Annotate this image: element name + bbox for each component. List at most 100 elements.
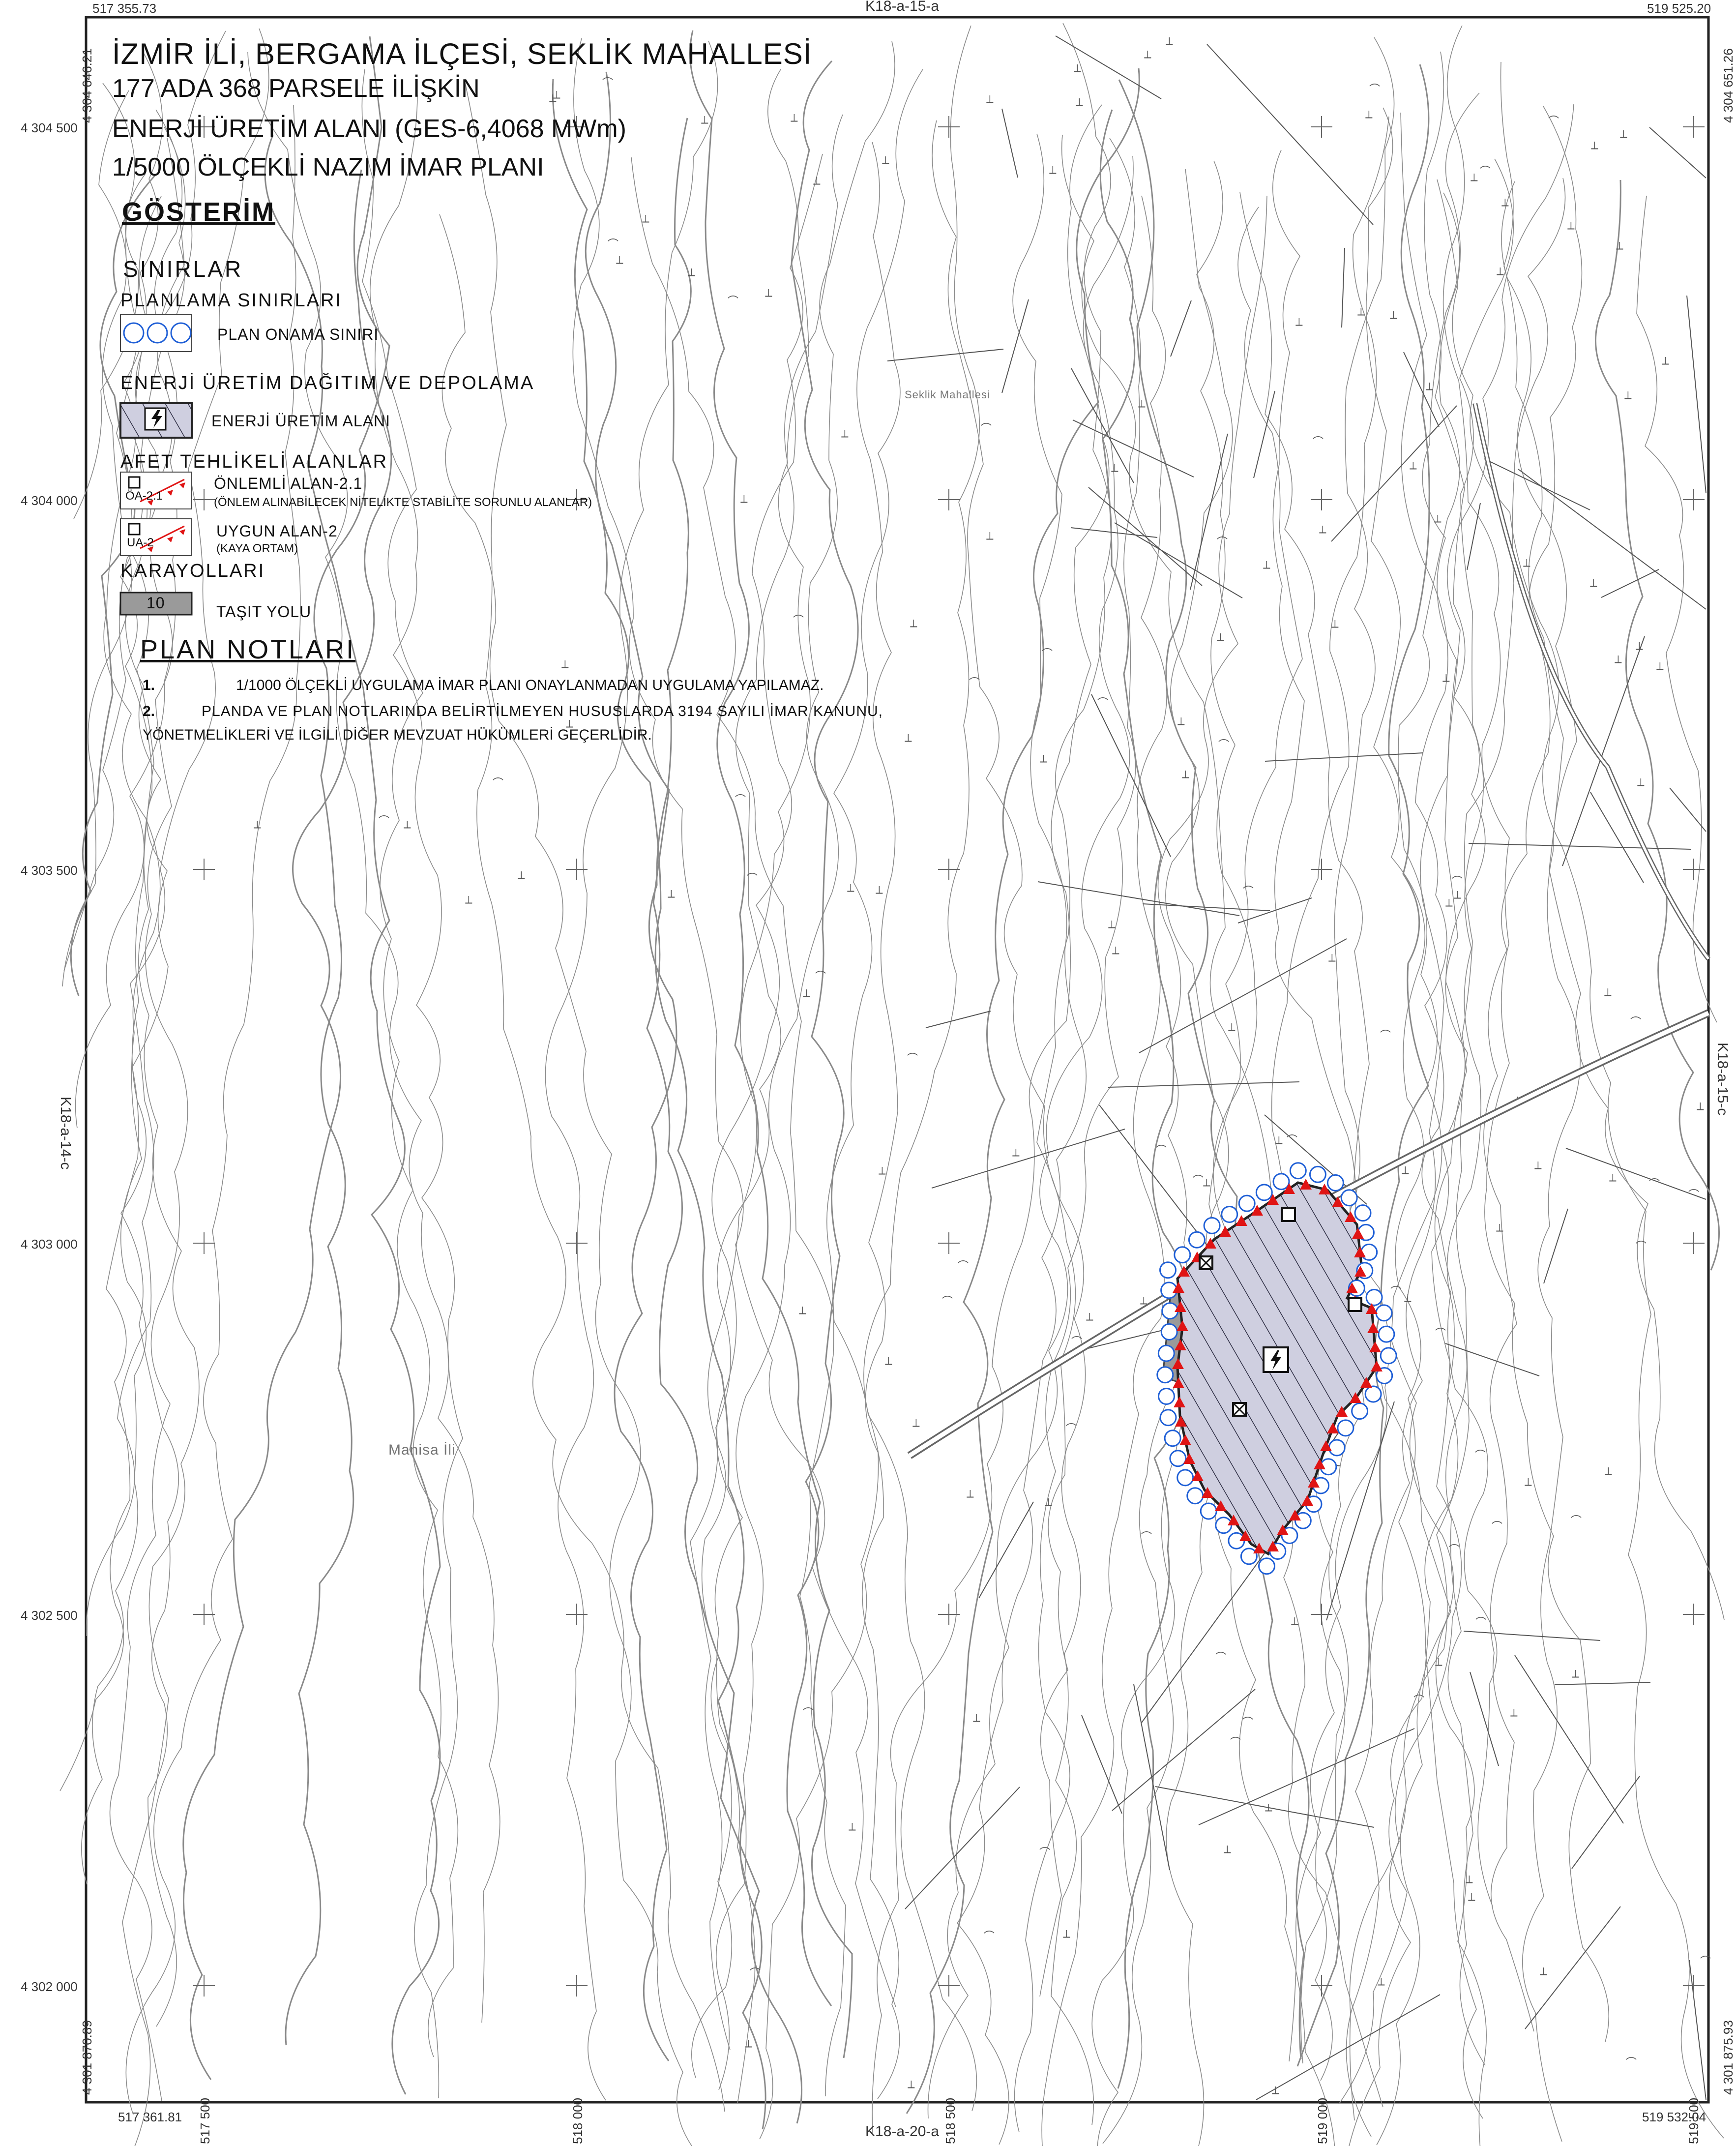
tree-symbol-icon: ⌒	[1215, 1652, 1226, 1664]
tree-symbol-icon: ⟂	[1497, 266, 1504, 278]
corner-right-bottom: 4 301 875.93	[1721, 2020, 1736, 2095]
tree-symbol-icon: ⌒	[1369, 84, 1380, 96]
tree-symbol-icon: ⌒	[1039, 1847, 1050, 1859]
tree-symbol-icon: ⟂	[1144, 49, 1151, 61]
tree-symbol-icon: ⟂	[765, 287, 772, 299]
tree-symbol-icon: ⟂	[799, 1305, 806, 1317]
contour-line	[1366, 107, 1483, 2119]
grid-cross-icon	[193, 1232, 215, 1254]
plan-boundary-circle	[1340, 1189, 1358, 1207]
parcel-line	[1468, 843, 1691, 850]
tree-symbol-icon: ⟂	[1228, 1021, 1236, 1034]
tree-symbol-icon: ⟂	[1636, 640, 1643, 653]
northing-label: 4 302 000	[21, 1979, 78, 1994]
tree-symbol-icon: ⌒	[1571, 1515, 1582, 1527]
legend-hazard1-code: ÖA-2.1	[125, 489, 163, 503]
plan-boundary-circle	[1157, 1344, 1175, 1362]
plan-boundary-circle	[1378, 1325, 1395, 1343]
contour-line	[631, 157, 977, 2112]
tree-symbol-icon: ⟂	[615, 700, 622, 712]
tree-symbol-icon: ⌒	[1449, 1544, 1460, 1556]
contour-line	[1166, 169, 1258, 2146]
hazard-triangle	[1215, 1500, 1227, 1511]
contour-line	[799, 142, 901, 2097]
legend-boundaries-heading: SINIRLAR	[123, 256, 243, 282]
plan-note-1-text: 1/1000 ÖLÇEKLİ UYGULAMA İMAR PLANI ONAYL…	[236, 677, 824, 693]
tree-symbol-icon: ⟂	[1604, 986, 1612, 999]
parcel-line	[1689, 1960, 1707, 2100]
parcel-line	[1514, 1655, 1624, 1824]
tree-symbol-icon: ⟂	[1410, 460, 1417, 472]
tree-symbol-icon: ⌒	[1452, 876, 1463, 888]
tree-symbol-icon: ⟂	[849, 1821, 856, 1833]
parcel-line	[1108, 1081, 1300, 1088]
parcel-line	[1071, 368, 1134, 483]
plan-note-2-text-cont: YÖNETMELİKLERİ VE İLGİLİ DİĞER MEVZUAT H…	[143, 727, 652, 743]
tree-symbol-icon: ⌒	[1287, 1134, 1297, 1147]
hazard-triangle	[1239, 1530, 1251, 1541]
tree-symbol-icon: ⟂	[876, 884, 883, 896]
tree-symbol-icon: ⌒	[608, 238, 618, 251]
plan-boundary-circle	[1221, 1206, 1238, 1223]
map-frame	[85, 16, 1710, 2104]
tree-symbol-icon: ⟂	[1328, 952, 1336, 964]
tree-symbol-icon: ⟂	[1182, 769, 1189, 781]
tree-symbol-icon: ⌒	[1042, 648, 1053, 660]
tree-symbol-icon: ⟂	[1138, 398, 1146, 410]
tree-symbol-icon: ⌒	[602, 77, 613, 89]
contour-line	[1272, 149, 1487, 2146]
tree-symbol-icon: ⟂	[549, 92, 557, 105]
tree-symbol-icon: ⟂	[1615, 654, 1622, 666]
legend-planning-heading: PLANLAMA SINIRLARI	[120, 290, 343, 311]
tree-symbol-icon: ⌒	[1218, 739, 1229, 751]
contour-line	[1500, 61, 1725, 1620]
contour-line	[906, 68, 1140, 2114]
contour-line	[1165, 160, 1335, 2146]
tree-symbol-icon: ⟂	[1166, 35, 1173, 48]
hazard-triangle	[1354, 1266, 1366, 1277]
contour-line	[1424, 51, 1498, 1907]
hazard-triangle	[1336, 1406, 1348, 1417]
contour-line	[1437, 179, 1724, 2139]
tree-symbol-icon: ⟂	[885, 1355, 892, 1368]
tree-symbol-icon: ⟂	[1426, 381, 1433, 393]
tree-symbol-icon: ⟂	[1365, 109, 1373, 121]
easting-label: 519 500	[1686, 2098, 1701, 2144]
tree-symbol-icon: ⌒	[1243, 886, 1254, 898]
parcel-line	[1543, 1208, 1568, 1284]
contour-line	[690, 69, 809, 2051]
contour-line	[247, 52, 500, 2023]
map-subtitle-2: ENERJİ ÜRETİM ALANI (GES-6,4068 MWm)	[112, 115, 626, 143]
grid-cross-icon	[566, 1604, 588, 1625]
tree-symbol-icon: ⟂	[1510, 1707, 1518, 1719]
parcel-line	[1484, 458, 1590, 510]
parcel-line	[1001, 108, 1018, 178]
tree-symbol-icon: ⌒	[1548, 116, 1559, 128]
tree-symbol-icon: ⌒	[1475, 1617, 1486, 1629]
hazard-triangle	[1267, 1541, 1279, 1551]
hazard-triangle	[1175, 1301, 1186, 1312]
contour-line	[1442, 25, 1610, 2042]
contour-line	[1300, 37, 1395, 2064]
hazard-triangle	[1179, 1434, 1191, 1445]
tree-symbol-icon: ⟂	[813, 175, 821, 187]
tree-symbol-icon: ⟂	[688, 267, 695, 279]
tree-symbol-icon: ⌒	[907, 1053, 918, 1065]
tree-symbol-icon: ⟂	[1496, 1222, 1503, 1234]
grid-cross-icon	[193, 859, 215, 880]
tree-symbol-icon: ⌒	[750, 1967, 761, 1980]
plan-boundary-circle	[1326, 1174, 1344, 1192]
tree-symbol-icon: ⟂	[1263, 559, 1270, 571]
grid-cross-icon	[1311, 859, 1332, 880]
tree-symbol-icon: ⟂	[882, 154, 889, 167]
hazard-triangle	[1183, 1453, 1195, 1464]
tree-symbol-icon: ⟂	[1275, 1134, 1283, 1147]
tree-symbol-icon: ⌒	[793, 615, 804, 627]
tree-symbol-icon: ⟂	[1331, 618, 1339, 630]
tree-symbol-icon: ⟂	[1111, 462, 1118, 475]
plan-boundary-circle	[1174, 1246, 1191, 1264]
tree-symbol-icon: ⟂	[1620, 128, 1627, 141]
parcel-line	[1237, 897, 1312, 924]
parcel-line	[1133, 1684, 1170, 1871]
northing-label: 4 302 500	[21, 1608, 78, 1623]
